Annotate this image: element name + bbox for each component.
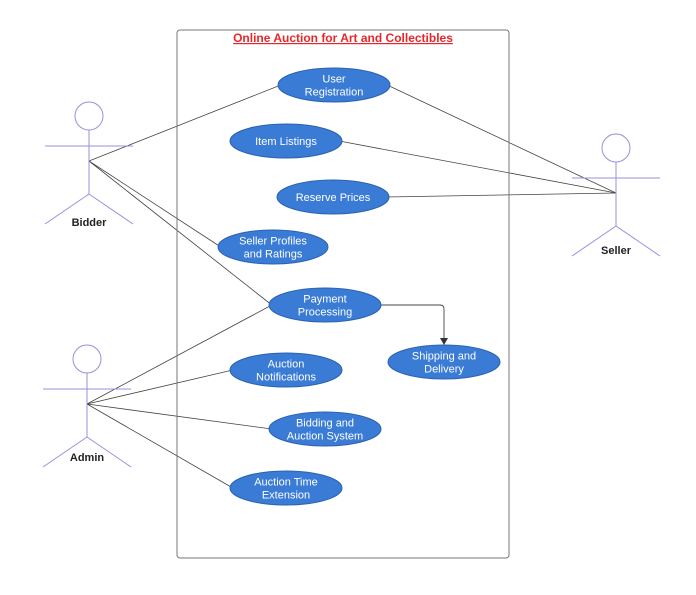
- actor-left-leg: [571, 225, 617, 257]
- association-bidder-payment-processing: [88, 160, 273, 306]
- actor-left-leg: [42, 436, 88, 468]
- use-case-label: Reserve Prices: [296, 192, 371, 204]
- dependency-arrowhead: [440, 338, 448, 345]
- use-case-ellipse: [387, 344, 501, 380]
- use-case-label: User: [322, 74, 346, 86]
- use-case-ellipse: [229, 123, 343, 159]
- actor-head: [601, 133, 631, 163]
- dependency-line-payment-processing-shipping-delivery: [381, 304, 445, 339]
- actor-right-leg: [86, 436, 132, 468]
- use-case-ellipse: [268, 287, 382, 323]
- use-case-reserve-prices: Reserve Prices: [276, 179, 390, 215]
- association-admin-bidding-system: [86, 403, 272, 430]
- use-case-label: Shipping and: [412, 351, 476, 363]
- association-lines: [86, 84, 617, 489]
- use-case-label: Auction: [268, 359, 305, 371]
- association-seller-reserve-prices: [386, 192, 617, 198]
- use-case-item-listings: Item Listings: [229, 123, 343, 159]
- use-case-label: Payment: [303, 294, 346, 306]
- association-bidder-seller-profiles: [88, 160, 221, 248]
- system-title: Online Auction for Art and Collectibles: [233, 31, 453, 45]
- system-boundary: [176, 29, 510, 559]
- use-case-ellipse: [276, 179, 390, 215]
- association-seller-item-listings: [339, 140, 617, 194]
- use-case-ellipse: [217, 229, 329, 265]
- use-case-label: Delivery: [424, 364, 464, 376]
- association-admin-auction-time-extension: [86, 403, 233, 489]
- association-admin-payment-processing: [86, 304, 272, 405]
- use-case-ellipse: [229, 352, 343, 388]
- use-case-ellipse: [277, 67, 391, 103]
- actor-head: [72, 344, 102, 374]
- actor-label: Bidder: [72, 217, 108, 229]
- association-admin-auction-notifications: [86, 369, 233, 405]
- use-case-label: and Ratings: [244, 249, 303, 261]
- association-bidder-user-registration: [88, 84, 281, 162]
- actor-admin: Admin: [42, 344, 132, 468]
- use-case-label: Extension: [262, 490, 310, 502]
- use-case-label: Seller Profiles: [239, 236, 307, 248]
- use-case-label: Auction Time: [254, 477, 318, 489]
- use-case-label: Processing: [298, 307, 352, 319]
- actor-left-leg: [44, 193, 90, 225]
- use-case-label: Notifications: [256, 372, 316, 384]
- use-case-ellipse: [229, 470, 343, 506]
- dependency-arrows: [381, 304, 448, 345]
- actor-label: Seller: [601, 245, 632, 257]
- use-case-ellipse: [268, 411, 382, 447]
- use-case-label: Registration: [305, 87, 364, 99]
- association-seller-user-registration: [387, 84, 617, 194]
- use-case-label: Auction System: [287, 431, 363, 443]
- actor-bidder: Bidder: [44, 101, 134, 229]
- actor-label: Admin: [70, 452, 105, 464]
- use-case-label: Item Listings: [255, 136, 317, 148]
- actor-seller: Seller: [571, 133, 661, 257]
- actor-right-leg: [88, 193, 134, 225]
- actor-head: [74, 101, 104, 131]
- use-case-label: Bidding and: [296, 418, 354, 430]
- actor-right-leg: [615, 225, 661, 257]
